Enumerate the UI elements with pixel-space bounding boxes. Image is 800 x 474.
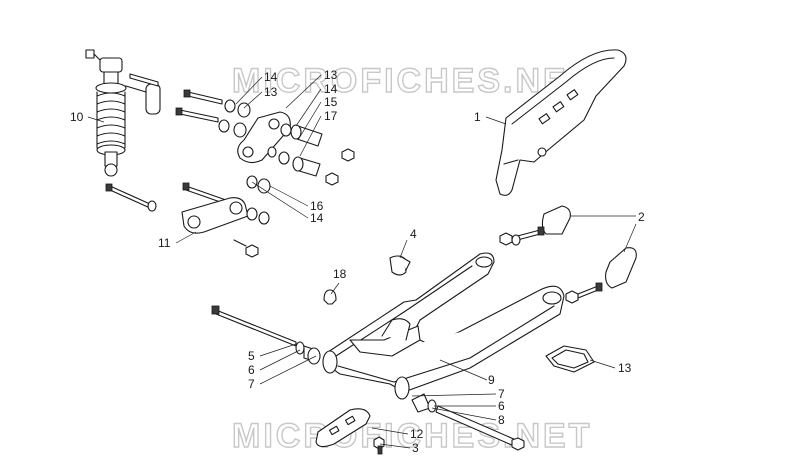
- callout-4: 4: [410, 227, 417, 241]
- pivot-shaft-group: [211, 305, 525, 451]
- callout-7-right: 7: [498, 387, 505, 401]
- callout-13-bottom: 14: [310, 211, 324, 225]
- callout-10: 10: [70, 110, 84, 124]
- callout-14-bottom: 16: [310, 199, 324, 213]
- callout-1: 1: [474, 110, 481, 124]
- watermark-bottom: MICROFICHES.NET: [232, 417, 592, 455]
- callout-15: 13: [618, 361, 632, 375]
- callout-2: 2: [638, 210, 645, 224]
- callout-14-top: 14: [264, 70, 278, 84]
- lower-guard: [315, 408, 385, 455]
- callout-numbers: 10 14 13 13 14 15 17 16 14 11 1 2 4 18 5…: [70, 68, 645, 455]
- callout-13-right: 14: [324, 82, 338, 96]
- callout-11: 11: [158, 236, 171, 250]
- callout-8: 8: [498, 413, 505, 427]
- callout-16: 12: [410, 427, 424, 441]
- callout-14-right: 15: [324, 95, 338, 109]
- callout-6-right: 6: [498, 399, 505, 413]
- callout-3: 3: [412, 441, 419, 455]
- callout-18: 18: [333, 267, 347, 281]
- rubber-cap: [323, 289, 337, 305]
- swingarm: [322, 252, 565, 400]
- shock-absorber: [85, 49, 161, 177]
- callout-7-left: 7: [248, 377, 255, 391]
- chain-adjusters: [499, 205, 637, 304]
- callout-9: 9: [488, 373, 495, 387]
- leader-lines: [87, 74, 637, 449]
- watermark-top: MICROFICHES.NET: [232, 62, 592, 100]
- wire-bracket: [545, 345, 595, 373]
- callout-12: 13: [324, 68, 338, 82]
- cable-clip: [389, 255, 411, 276]
- chain-guard: [495, 49, 627, 196]
- callout-17: 17: [324, 109, 338, 123]
- tie-rod-link: [105, 182, 270, 258]
- callout-6-left: 6: [248, 363, 255, 377]
- upper-linkage-group: [175, 89, 355, 194]
- callout-13-top: 13: [264, 85, 278, 99]
- callout-5: 5: [248, 349, 255, 363]
